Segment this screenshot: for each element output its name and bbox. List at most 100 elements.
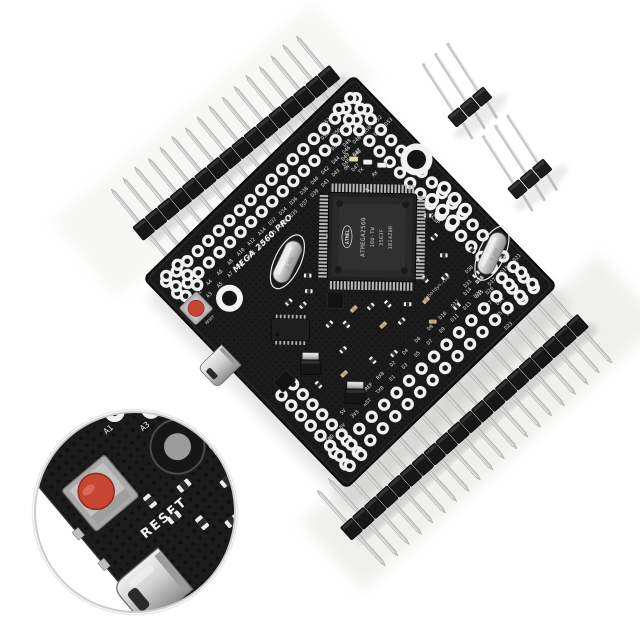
led-rx: [377, 162, 387, 168]
header-plastic-block: [495, 378, 518, 401]
smd-component: [342, 320, 351, 329]
header-plastic-block: [340, 518, 363, 540]
header-plastic-block: [471, 400, 494, 423]
smd-component: [314, 380, 323, 389]
pin-label: D40: [310, 176, 321, 187]
pin-label: A7: [226, 271, 235, 280]
pin-label: D29: [473, 289, 484, 300]
pin-label: 5V: [339, 422, 348, 431]
smd-component: [384, 300, 392, 308]
header-plastic-block: [435, 432, 458, 455]
bent-pin: [446, 42, 481, 94]
crystal-marking: 2.000: [489, 247, 500, 262]
pin-label: D53: [384, 117, 395, 128]
pcb-board: A0A1A2A3A4A5A6A7A8A9A10A11A12A13A14A15D3…: [145, 77, 555, 487]
bent-pin: [506, 114, 541, 166]
pin-label: D32: [267, 216, 278, 227]
pin-label: D41: [320, 178, 331, 189]
smd-component: [403, 302, 412, 307]
pin-label: D50: [362, 125, 373, 136]
header-plastic-block: [447, 107, 468, 128]
pin-label: D48: [342, 138, 353, 149]
inset-smd: [166, 510, 182, 525]
component-block: [273, 370, 296, 393]
pin-label: D52: [322, 117, 333, 128]
header-plastic-block: [388, 475, 411, 498]
pin-label: A11: [246, 249, 257, 260]
pin-label: D46: [352, 148, 363, 159]
pin-label: D5: [413, 350, 422, 359]
bent-pin: [434, 52, 469, 104]
pin-label: D30: [464, 265, 475, 276]
led-label: TX: [357, 167, 365, 175]
pin-label: D19: [499, 265, 510, 276]
header-plastic-block: [423, 443, 446, 466]
pin-label: D39: [310, 188, 321, 199]
header-plastic-block: [554, 325, 577, 348]
smd-component: [439, 253, 448, 258]
pin-label: A2: [195, 289, 204, 298]
inset-smd: [143, 493, 157, 509]
smd-component: [368, 356, 377, 364]
pin-label: RST: [362, 397, 373, 408]
pin-label: D52: [373, 114, 384, 125]
voltage-regulator: [344, 381, 366, 405]
pin-label: D17: [487, 277, 498, 288]
header-plastic-block: [459, 410, 482, 433]
pin-label: D8: [426, 324, 435, 333]
header-plastic-block: [520, 169, 540, 189]
smd-component: [339, 346, 347, 354]
bent-pin: [481, 135, 516, 186]
pin-label: D47: [351, 163, 362, 174]
smd-component: [303, 273, 312, 278]
crystal-marking: 2.000: [285, 255, 296, 270]
pin-label: TX0: [375, 385, 386, 396]
header-plastic-block: [364, 496, 387, 519]
pin-label: D12: [450, 299, 461, 310]
chip-marking-line: 1814Z0R: [388, 225, 394, 250]
header-plastic-block: [530, 346, 553, 369]
smd-component: [305, 289, 313, 294]
pin-label: A13: [257, 239, 268, 250]
header-plastic-block: [472, 87, 492, 107]
angle-header-1: [421, 42, 508, 140]
header-plastic-block: [518, 357, 541, 380]
smd-component: [379, 321, 387, 329]
smd-component: [397, 317, 406, 325]
inset-reset-cap: [77, 472, 115, 511]
mounting-hole: [400, 143, 433, 176]
pin-label: D28: [474, 275, 485, 286]
led-on: [348, 156, 359, 162]
pin-label: D50: [332, 127, 343, 138]
smd-component: [325, 320, 334, 328]
pin-label: D11: [450, 313, 461, 324]
pin-label: D53: [320, 131, 331, 142]
pin-label: D24: [495, 296, 506, 307]
pin-label: D21: [512, 253, 523, 264]
usb-serial-chip: [270, 314, 310, 346]
pin-label: D6: [414, 336, 423, 345]
smd-component: [430, 233, 439, 241]
chip-marking-line: 16U-TW: [370, 226, 376, 247]
pin-label: D35: [289, 209, 300, 220]
pin-label: D42: [320, 165, 331, 176]
smd-component: [421, 275, 429, 283]
pin-label: D38: [299, 186, 310, 197]
pin-label: 5V: [339, 408, 348, 417]
header-plastic-block: [483, 389, 506, 412]
pin-label: D3: [401, 362, 410, 371]
pin-label: D7: [426, 338, 435, 347]
reset-silk: RESET: [205, 314, 216, 325]
mounting-hole: [215, 284, 243, 312]
pin-label: D46: [341, 145, 352, 156]
pin-label: D1: [388, 374, 397, 383]
chip-marking-line: ATMEGA2560: [360, 217, 368, 257]
header-plastic-block: [542, 336, 565, 358]
pcb-substrate: [145, 77, 555, 487]
pin-label: A15: [267, 229, 278, 240]
inset-smd: [176, 478, 192, 493]
pin-label: D26: [485, 286, 496, 297]
